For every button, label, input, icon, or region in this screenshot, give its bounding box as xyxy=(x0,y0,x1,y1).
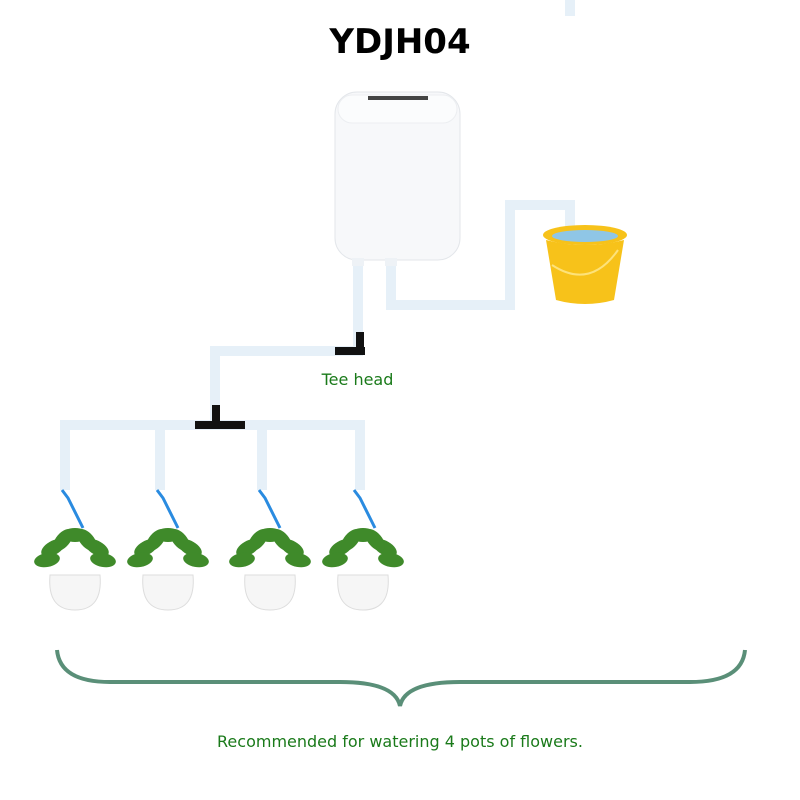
pot xyxy=(244,574,296,611)
dripper-icon xyxy=(155,489,180,529)
pot xyxy=(49,574,101,611)
plant-pot-2 xyxy=(127,489,209,611)
tee-head-lower xyxy=(195,405,245,429)
leaf xyxy=(127,552,153,568)
pot xyxy=(142,574,194,611)
leaf xyxy=(257,528,283,542)
caption: Recommended for watering 4 pots of flowe… xyxy=(217,732,583,751)
leaf xyxy=(34,552,60,568)
product-title: YDJH04 xyxy=(329,22,471,62)
curly-bracket xyxy=(55,649,747,707)
leaf xyxy=(378,552,404,568)
intake-pipe xyxy=(386,200,575,310)
plant-pot-3 xyxy=(229,489,311,611)
plant-pot-1 xyxy=(34,489,116,611)
dripper-icon xyxy=(60,489,85,529)
dripper-icon xyxy=(257,489,282,529)
tee-head-label: Tee head xyxy=(321,370,394,389)
leaf xyxy=(183,552,209,568)
plant-pots xyxy=(34,489,404,611)
leaf xyxy=(322,552,348,568)
output-pipe xyxy=(210,262,363,425)
leaf xyxy=(229,552,255,568)
display-slot xyxy=(368,96,428,100)
watering-device xyxy=(334,91,461,266)
leaf xyxy=(62,528,88,542)
dripper-icon xyxy=(352,489,377,529)
leaf xyxy=(155,528,181,542)
tee-head-upper xyxy=(335,332,365,355)
leaf xyxy=(90,552,116,568)
distribution-pipe xyxy=(60,420,365,490)
leaf xyxy=(285,552,311,568)
plant-pot-4 xyxy=(322,489,404,611)
pipes xyxy=(60,200,575,490)
leaf xyxy=(350,528,376,542)
pot xyxy=(337,574,389,611)
water-bucket-icon xyxy=(543,0,627,304)
